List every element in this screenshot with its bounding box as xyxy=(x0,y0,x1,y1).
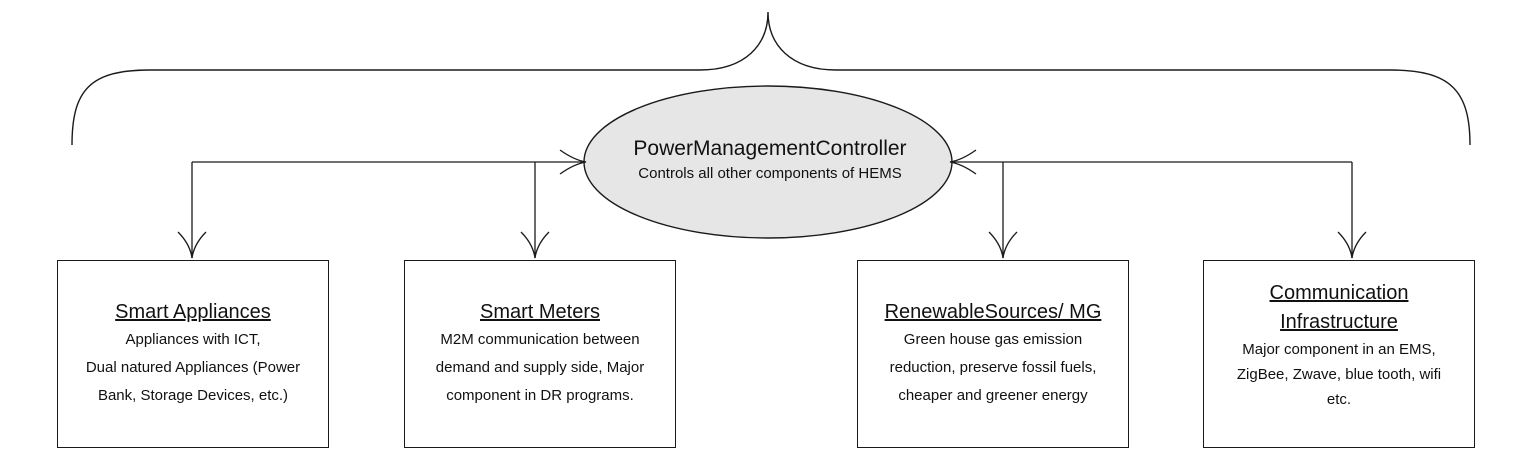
smart-appliances-line-3: Bank, Storage Devices, etc.) xyxy=(97,387,289,404)
arrowhead-smart-meters xyxy=(520,231,550,259)
renewable-sources-box: RenewableSources/ MG Green house gas emi… xyxy=(857,260,1129,448)
renewable-sources-line-3: cheaper and greener energy xyxy=(898,387,1088,404)
renewable-sources-line-1: Green house gas emission xyxy=(903,331,1083,348)
renewable-sources-line-2: reduction, preserve fossil fuels, xyxy=(889,359,1097,376)
controller-subtitle: Controls all other components of HEMS xyxy=(638,165,902,182)
communication-line-3: etc. xyxy=(1326,391,1352,408)
top-brace xyxy=(71,11,1471,146)
smart-appliances-line-2: Dual natured Appliances (Power xyxy=(85,359,301,376)
smart-meters-box: Smart Meters M2M communication between d… xyxy=(404,260,676,448)
controller-label: PowerManagementController Controls all o… xyxy=(585,135,955,185)
renewable-sources-title: RenewableSources/ MG xyxy=(884,301,1102,323)
communication-line-2: ZigBee, Zwave, blue tooth, wifi xyxy=(1236,366,1442,383)
smart-appliances-line-1: Appliances with ICT, xyxy=(125,331,261,348)
smart-meters-line-1: M2M communication between xyxy=(440,331,640,348)
arrowhead-smart-appliances xyxy=(177,231,207,259)
arrowhead-communication xyxy=(1337,231,1367,259)
communication-line-1: Major component in an EMS, xyxy=(1242,341,1436,358)
arrowhead-controller-left xyxy=(559,149,587,175)
arrowhead-renewable xyxy=(988,231,1018,259)
smart-meters-line-3: component in DR programs. xyxy=(446,387,634,404)
smart-meters-line-2: demand and supply side, Major xyxy=(435,359,645,376)
communication-title-line-1: Communication xyxy=(1269,282,1409,304)
communication-title-line-2: Infrastructure xyxy=(1280,311,1398,333)
smart-meters-title: Smart Meters xyxy=(479,301,601,323)
communication-infrastructure-box: Communication Infrastructure Major compo… xyxy=(1203,260,1475,448)
smart-appliances-box: Smart Appliances Appliances with ICT, Du… xyxy=(57,260,329,448)
smart-appliances-title: Smart Appliances xyxy=(115,301,271,323)
controller-title: PowerManagementController xyxy=(633,137,907,160)
arrowhead-controller-right xyxy=(949,149,977,175)
